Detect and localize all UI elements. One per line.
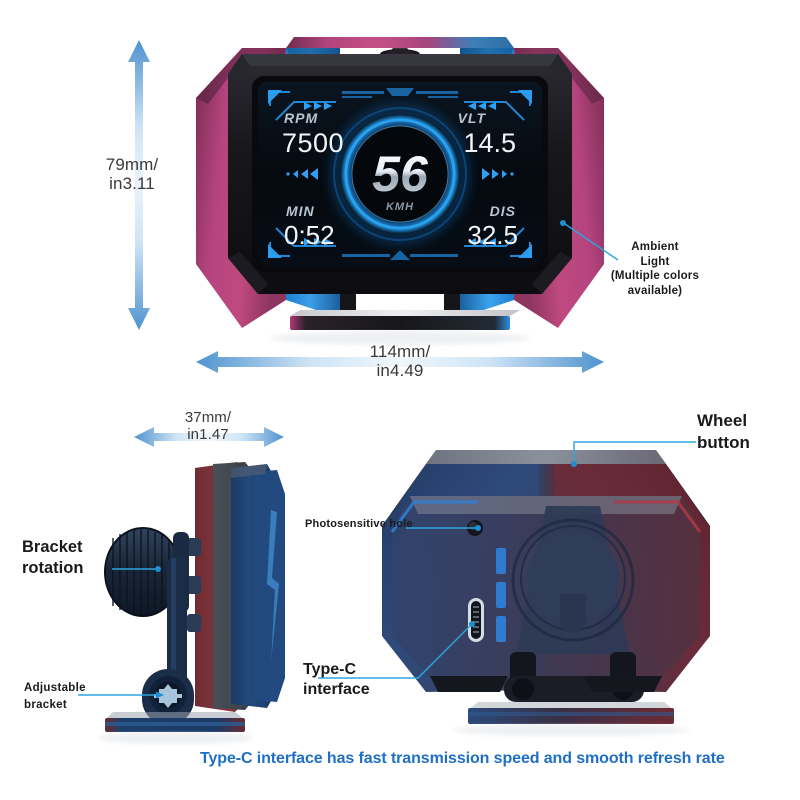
min-label: MIN <box>286 203 315 219</box>
type-c-port <box>468 598 484 642</box>
photosensitive-hole-leader <box>406 525 481 531</box>
wheel-button-leader <box>571 441 696 467</box>
bottom-caption: Type-C interface has fast transmission s… <box>200 750 725 767</box>
front-view-device: RPM 7500 VLT 14.5 56 KMH MIN 0:52 DIS 32… <box>196 37 604 345</box>
side-body <box>187 462 285 712</box>
vlt-value: 14.5 <box>463 128 516 158</box>
side-view-device <box>97 462 285 744</box>
type-c-interface-callout: Type-C interface <box>303 661 370 699</box>
rear-base <box>453 702 689 736</box>
bracket-rotation-callout: Bracket rotation <box>22 538 84 578</box>
bracket-arm <box>167 558 187 686</box>
dis-value: 32.5 <box>467 220 518 250</box>
rear-view-device <box>382 450 710 736</box>
min-value: 0:52 <box>284 220 335 250</box>
depth-dimension-arrow <box>134 427 284 447</box>
top-bevel <box>286 37 514 48</box>
speed-unit: KMH <box>386 201 414 213</box>
ambient-light-leader <box>560 220 619 261</box>
ambient-light-callout: Ambient Light (Multiple colors available… <box>610 241 700 298</box>
bracket-rotation-leader <box>112 566 161 572</box>
side-base <box>97 712 253 744</box>
rear-hinge <box>430 652 662 702</box>
height-dimension-arrow <box>128 40 150 330</box>
width-dimension-arrow <box>196 351 604 373</box>
front-stand <box>270 294 530 345</box>
adjustable-bracket-callout: Adjustable bracket <box>24 682 86 711</box>
depth-dimension-label: 37mm/ in1.47 <box>184 409 232 443</box>
rpm-label: RPM <box>284 110 318 126</box>
speed-value: 56 <box>372 146 429 202</box>
rear-mount <box>511 506 635 654</box>
hud-screen: RPM 7500 VLT 14.5 56 KMH MIN 0:52 DIS 32… <box>258 82 542 266</box>
photosensitive-hole-callout: Photosensitive hole <box>305 518 413 530</box>
adjustable-bracket-leader <box>78 691 164 699</box>
speed-dial <box>333 107 467 241</box>
vlt-label: VLT <box>458 110 487 126</box>
height-dimension-label: 79mm/ in3.11 <box>105 155 159 193</box>
rpm-value: 7500 <box>282 128 344 158</box>
width-dimension-label: 114mm/ in4.49 <box>369 342 431 380</box>
wheel-button-callout: Wheel button <box>697 411 750 452</box>
type-c-interface-leader <box>318 621 475 679</box>
dis-label: DIS <box>490 203 516 219</box>
